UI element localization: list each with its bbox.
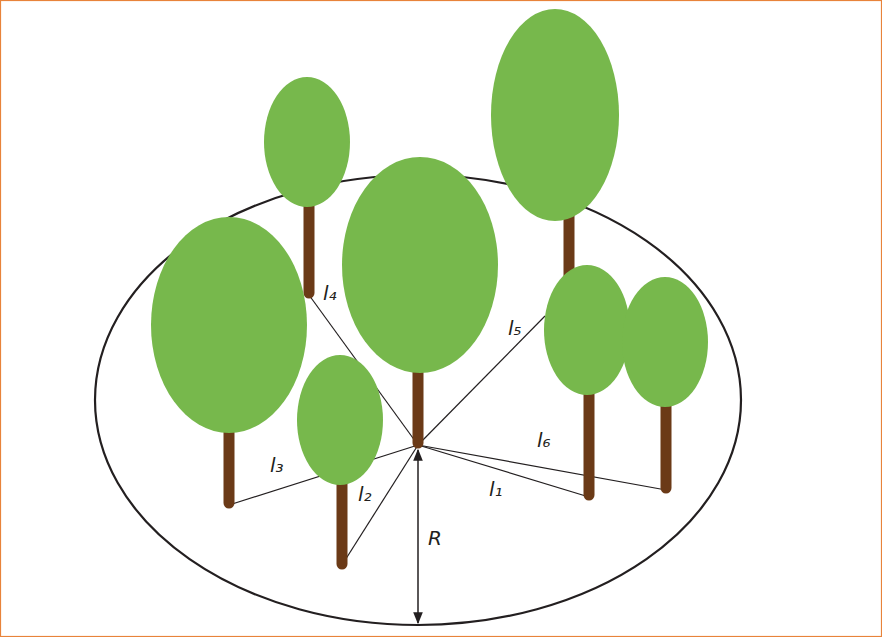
distance-label: l₃ bbox=[270, 455, 284, 475]
radius-label: R bbox=[428, 528, 442, 548]
distance-label: l₂ bbox=[358, 484, 372, 504]
distance-label: l₅ bbox=[508, 318, 522, 338]
distance-label: l₁ bbox=[489, 479, 503, 499]
distance-label: l₆ bbox=[537, 430, 551, 450]
tree-crowns bbox=[151, 9, 708, 485]
distance-label: l₄ bbox=[323, 283, 337, 303]
radius-arrow bbox=[417, 450, 419, 623]
